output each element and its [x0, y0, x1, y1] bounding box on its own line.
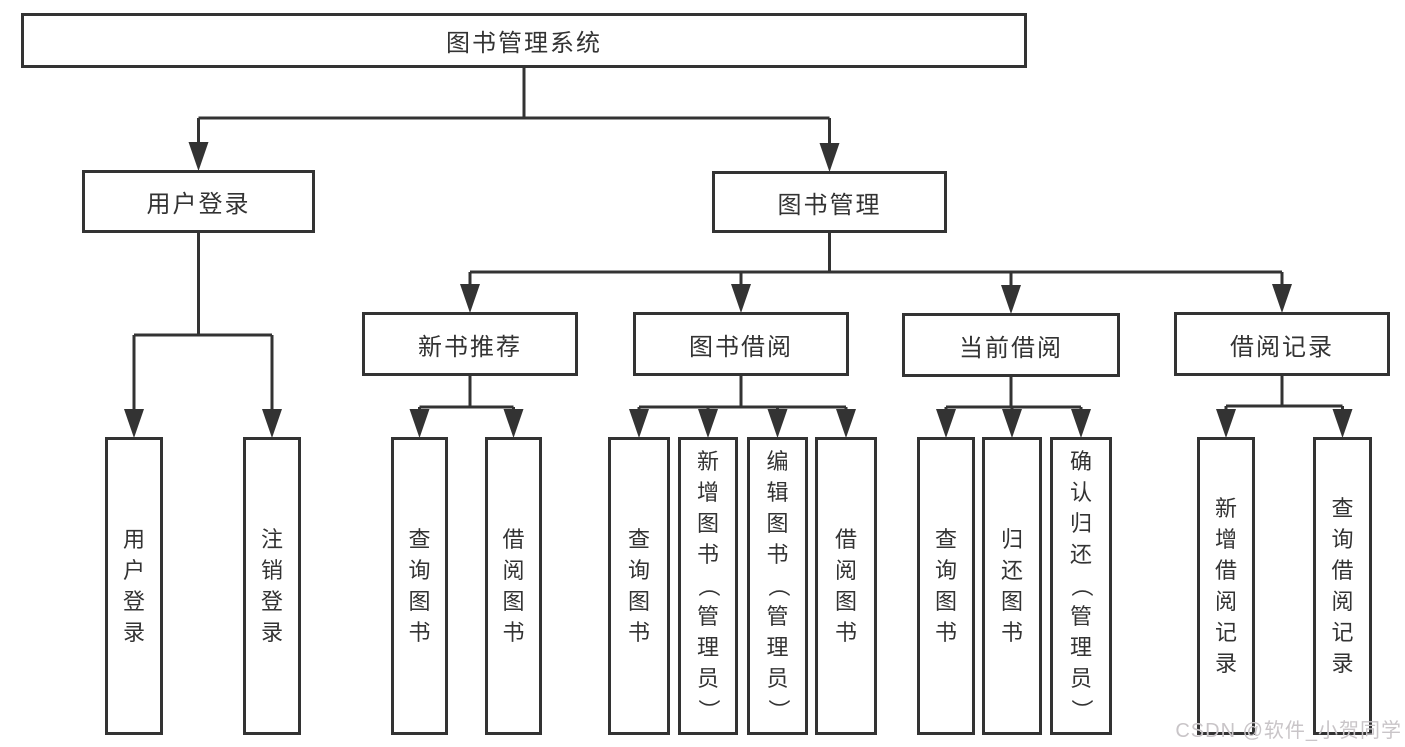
node-label: 新增借阅记录	[1215, 495, 1238, 676]
arrowhead	[819, 143, 840, 172]
connector-user-login	[124, 233, 282, 438]
node-label: 归还图书	[1001, 526, 1024, 645]
arrowhead	[1002, 409, 1022, 438]
watermark: CSDN @软件_小贺同学	[1175, 720, 1402, 742]
connector-system	[188, 68, 840, 172]
connector-new-books	[409, 376, 524, 438]
node-login: 用户登录	[105, 437, 163, 735]
arrowhead	[124, 409, 144, 438]
arrowhead	[1071, 409, 1091, 438]
node-label: 图书管理	[777, 191, 882, 219]
node-label: 当前借阅	[959, 334, 1063, 362]
connector-current-borrow	[936, 377, 1091, 438]
node-nb-borrow-book: 借阅图书	[485, 437, 542, 735]
node-book-borrow: 图书借阅	[633, 312, 849, 376]
node-borrow-records: 借阅记录	[1174, 312, 1390, 376]
node-label: 查询借阅记录	[1331, 495, 1354, 676]
node-label: 查询图书	[408, 526, 431, 645]
node-label: 借阅图书	[502, 526, 525, 645]
arrowhead	[1272, 284, 1292, 313]
arrowhead	[262, 409, 282, 438]
node-label: 借阅记录	[1230, 333, 1334, 361]
node-system: 图书管理系统	[21, 13, 1027, 68]
node-label: 编辑图书（管理员）	[765, 449, 791, 722]
node-label: 用户登录	[146, 191, 251, 218]
node-cb-return-book: 归还图书	[982, 437, 1042, 735]
node-bb-query-book: 查询图书	[608, 437, 670, 735]
node-label: 查询图书	[628, 526, 651, 645]
node-label: 图书借阅	[689, 333, 793, 361]
node-logout: 注销登录	[243, 437, 301, 735]
arrowhead	[1332, 409, 1353, 438]
arrowhead	[836, 409, 856, 438]
arrowhead	[731, 284, 751, 313]
arrowhead	[1001, 285, 1021, 314]
node-br-query-record: 查询借阅记录	[1313, 437, 1372, 735]
node-label: 新书推荐	[418, 333, 522, 361]
connector-borrow-records	[1216, 376, 1353, 438]
connector-book-mgmt	[460, 233, 1292, 314]
arrowhead	[503, 409, 524, 438]
node-cb-query-book: 查询图书	[917, 437, 975, 735]
node-current-borrow: 当前借阅	[902, 313, 1120, 377]
arrowhead	[936, 409, 956, 438]
node-new-books: 新书推荐	[362, 312, 578, 376]
arrowhead	[698, 409, 718, 438]
connector-book-borrow	[629, 376, 856, 438]
node-book-mgmt: 图书管理	[712, 171, 947, 233]
arrowhead	[629, 409, 649, 438]
node-bb-edit-book: 编辑图书（管理员）	[747, 437, 808, 735]
node-user-login: 用户登录	[82, 170, 315, 233]
node-label: 用户登录	[123, 526, 146, 645]
node-cb-confirm-return: 确认归还（管理员）	[1050, 437, 1112, 735]
node-br-add-record: 新增借阅记录	[1197, 437, 1255, 735]
node-label: 借阅图书	[835, 526, 858, 645]
node-label: 确认归还（管理员）	[1069, 449, 1094, 722]
node-label: 图书管理系统	[446, 30, 602, 57]
node-label: 注销登录	[261, 526, 284, 645]
node-nb-query-book: 查询图书	[391, 437, 448, 735]
node-label: 新增图书（管理员）	[696, 449, 721, 722]
arrowhead	[460, 284, 480, 313]
node-bb-add-book: 新增图书（管理员）	[678, 437, 738, 735]
arrowhead	[1216, 409, 1236, 438]
arrowhead	[188, 142, 209, 171]
arrowhead	[409, 409, 430, 438]
arrowhead	[767, 409, 788, 438]
node-bb-borrow-book: 借阅图书	[815, 437, 877, 735]
node-label: 查询图书	[935, 526, 958, 645]
